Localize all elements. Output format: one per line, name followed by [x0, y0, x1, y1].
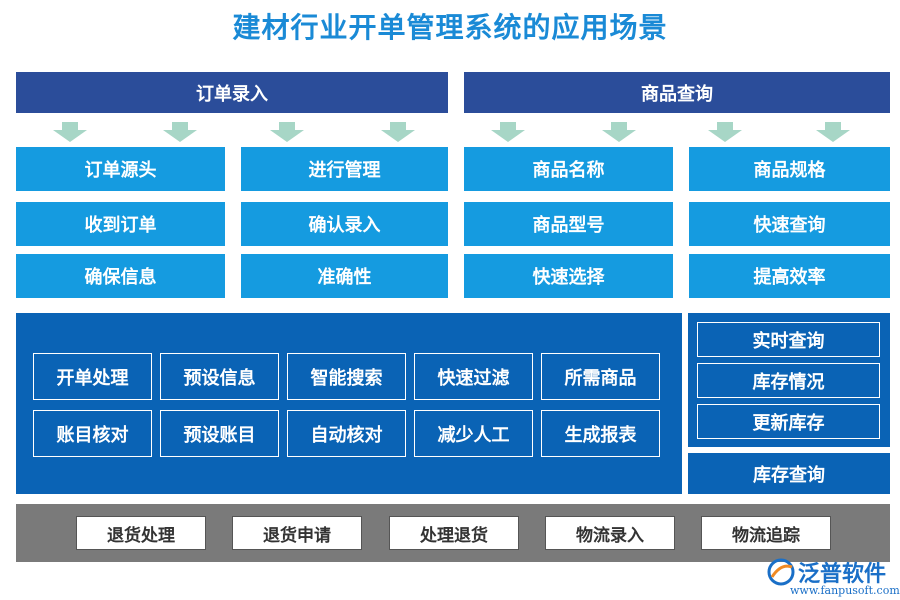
bar-item: 物流追踪	[701, 516, 831, 550]
down-arrow-icon	[491, 122, 525, 142]
panel-item: 智能搜索	[287, 353, 406, 400]
panel-item: 生成报表	[541, 410, 660, 457]
bar-item: 退货处理	[76, 516, 206, 550]
order-cell: 订单源头	[16, 147, 225, 191]
bar-item: 处理退货	[389, 516, 519, 550]
product-cell: 提高效率	[689, 254, 890, 298]
down-arrow-icon	[602, 122, 636, 142]
product-query-header: 商品查询	[464, 72, 890, 113]
panel-item: 减少人工	[414, 410, 533, 457]
product-cell: 商品规格	[689, 147, 890, 191]
panel-item: 所需商品	[541, 353, 660, 400]
panel-item: 预设信息	[160, 353, 279, 400]
product-cell: 快速查询	[689, 202, 890, 246]
billing-panel	[16, 313, 682, 494]
inventory-item: 更新库存	[697, 404, 880, 439]
panel-item: 快速过滤	[414, 353, 533, 400]
bar-item: 退货申请	[232, 516, 362, 550]
order-cell: 确保信息	[16, 254, 225, 298]
order-cell: 准确性	[241, 254, 448, 298]
inventory-panel	[688, 313, 890, 447]
panel-item: 开单处理	[33, 353, 152, 400]
brand-logo-icon	[767, 558, 795, 586]
inventory-item: 库存情况	[697, 363, 880, 398]
brand-url: www.fanpusoft.com	[790, 584, 900, 597]
order-cell: 确认录入	[241, 202, 448, 246]
order-entry-header: 订单录入	[16, 72, 448, 113]
down-arrow-icon	[708, 122, 742, 142]
down-arrow-icon	[53, 122, 87, 142]
down-arrow-icon	[270, 122, 304, 142]
page-title: 建材行业开单管理系统的应用场景	[232, 11, 668, 44]
inventory-item: 实时查询	[697, 322, 880, 357]
order-cell: 收到订单	[16, 202, 225, 246]
inventory-query-label: 库存查询	[688, 453, 890, 494]
down-arrow-icon	[163, 122, 197, 142]
down-arrow-icon	[816, 122, 850, 142]
down-arrow-icon	[381, 122, 415, 142]
order-cell: 进行管理	[241, 147, 448, 191]
panel-item: 账目核对	[33, 410, 152, 457]
panel-item: 自动核对	[287, 410, 406, 457]
bar-item: 物流录入	[545, 516, 675, 550]
product-cell: 商品型号	[464, 202, 673, 246]
brand-watermark: 泛普软件	[798, 562, 887, 587]
panel-item: 预设账目	[160, 410, 279, 457]
product-cell: 快速选择	[464, 254, 673, 298]
product-cell: 商品名称	[464, 147, 673, 191]
